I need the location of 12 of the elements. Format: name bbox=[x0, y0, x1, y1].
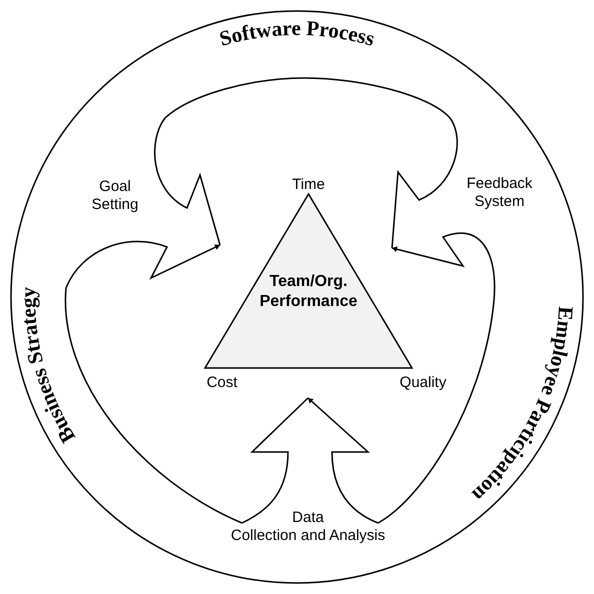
edge-label: Goal Setting bbox=[90, 178, 140, 214]
block-arrow bbox=[304, 77, 496, 524]
outer-circle bbox=[10, 10, 584, 584]
triangle-label: Team/Org. Performance bbox=[258, 272, 358, 312]
vertex-label: Quality bbox=[398, 374, 448, 392]
edge-label: Data Collection and Analysis bbox=[230, 509, 386, 545]
curved-heading: Software Process bbox=[216, 16, 378, 51]
vertex-label: Cost bbox=[206, 374, 238, 392]
block-arrow bbox=[65, 77, 306, 524]
edge-label: Feedback System bbox=[466, 175, 534, 211]
vertex-label: Time bbox=[291, 176, 326, 194]
block-arrow bbox=[241, 397, 379, 524]
